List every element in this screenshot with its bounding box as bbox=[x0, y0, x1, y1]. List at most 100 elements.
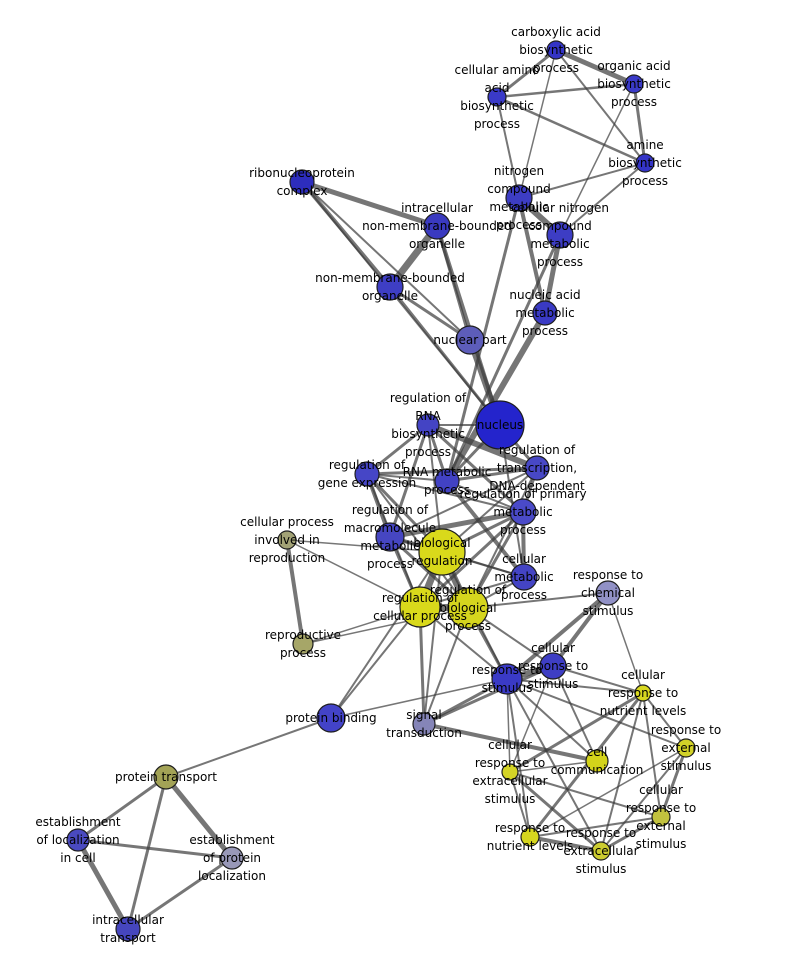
graph-node-response_extracellular[interactable] bbox=[591, 841, 611, 861]
graph-edge bbox=[600, 747, 687, 852]
graph-edge bbox=[551, 591, 610, 668]
graph-node-cellular_response_stimulus[interactable] bbox=[539, 652, 567, 680]
graph-node-nitrogen_compound_metabolic[interactable] bbox=[505, 184, 533, 212]
graph-node-establishment_localization_cell[interactable] bbox=[66, 828, 90, 852]
graph-node-biological_regulation[interactable] bbox=[418, 528, 466, 576]
graph-edge bbox=[552, 665, 598, 762]
graph-edge bbox=[301, 181, 471, 341]
graph-node-intracellular_non_membrane_organelle[interactable] bbox=[423, 212, 451, 240]
graph-edge bbox=[506, 678, 644, 694]
graph-node-non_membrane_organelle[interactable] bbox=[376, 273, 404, 301]
graph-node-organic_acid_biosynthetic[interactable] bbox=[624, 74, 644, 94]
graph-edge bbox=[388, 285, 502, 427]
graph-node-intracellular_transport[interactable] bbox=[115, 916, 141, 942]
graph-edge bbox=[642, 692, 687, 749]
graph-node-cellular_metabolic[interactable] bbox=[510, 563, 538, 591]
graph-edge bbox=[75, 837, 131, 932]
graph-node-nucleus[interactable] bbox=[475, 400, 525, 450]
graph-edge bbox=[467, 592, 609, 609]
graph-edge bbox=[553, 47, 637, 87]
graph-edge bbox=[366, 473, 448, 482]
graph-node-response_nutrient_levels[interactable] bbox=[520, 827, 540, 847]
graph-edge bbox=[126, 856, 234, 931]
graph-node-carboxylic_acid_biosynthetic[interactable] bbox=[546, 40, 566, 60]
graph-edge bbox=[495, 82, 636, 99]
graph-node-cell_communication[interactable] bbox=[585, 749, 609, 773]
graph-edge bbox=[76, 838, 234, 860]
graph-node-reg_rna_biosynthetic[interactable] bbox=[416, 413, 440, 437]
graph-node-response_stimulus[interactable] bbox=[491, 663, 523, 695]
graph-edge bbox=[446, 480, 524, 513]
graph-edge bbox=[642, 692, 662, 818]
graph-edge bbox=[508, 691, 645, 774]
graph-edge bbox=[426, 423, 525, 514]
graph-node-amine_biosynthetic[interactable] bbox=[635, 153, 655, 173]
graph-edge bbox=[387, 509, 526, 540]
graph-edge bbox=[506, 678, 531, 838]
graph-edge bbox=[528, 835, 603, 853]
graph-node-protein_transport[interactable] bbox=[153, 764, 179, 790]
graph-edge bbox=[518, 162, 646, 199]
graph-node-cellular_response_external[interactable] bbox=[651, 807, 671, 827]
graph-node-nucleic_acid_metabolic[interactable] bbox=[532, 300, 558, 326]
graph-edge bbox=[529, 747, 687, 838]
graph-node-cellular_response_nutrient[interactable] bbox=[634, 684, 652, 702]
graph-edge bbox=[330, 551, 443, 719]
graph-edge bbox=[518, 49, 557, 199]
graph-edge bbox=[422, 722, 599, 763]
graph-node-response_external[interactable] bbox=[676, 738, 696, 758]
graph-edge bbox=[529, 816, 662, 838]
graph-edge bbox=[445, 466, 539, 483]
graph-edge bbox=[495, 95, 647, 165]
graph-node-reg_macromolecule_metabolic[interactable] bbox=[375, 522, 405, 552]
graph-edge bbox=[388, 285, 472, 342]
graph-node-reg_transcription[interactable] bbox=[524, 455, 550, 481]
graph-edge bbox=[126, 775, 168, 931]
graph-node-establishment_protein_localization[interactable] bbox=[220, 846, 244, 870]
graph-edge bbox=[163, 774, 235, 861]
graph-edge bbox=[423, 551, 443, 725]
graph-node-reg_gene_expression[interactable] bbox=[354, 461, 380, 487]
graph-edge bbox=[506, 678, 598, 762]
graph-edge bbox=[607, 592, 644, 694]
graph-node-protein_binding[interactable] bbox=[316, 703, 346, 733]
graph-node-cellular_process_reproduction[interactable] bbox=[277, 530, 297, 550]
graph-node-reg_biological_process[interactable] bbox=[447, 587, 489, 629]
graph-edge bbox=[285, 538, 305, 646]
graph-edge bbox=[632, 82, 647, 165]
graph-edge bbox=[552, 665, 644, 694]
graph-edge bbox=[365, 423, 430, 476]
graph-edge bbox=[659, 746, 688, 819]
graph-edge bbox=[423, 607, 469, 725]
graph-node-rna_metabolic[interactable] bbox=[434, 468, 460, 494]
graph-edge bbox=[559, 162, 646, 236]
graph-node-cellular_amino_acid_biosynthetic[interactable] bbox=[487, 87, 507, 107]
graph-edge bbox=[165, 717, 332, 778]
graph-node-ribonucleoprotein_complex[interactable] bbox=[289, 169, 315, 195]
graph-node-reg_cellular_process[interactable] bbox=[399, 586, 441, 628]
graph-edge bbox=[517, 196, 547, 315]
graph-edge bbox=[286, 539, 421, 608]
graph-node-response_chemical[interactable] bbox=[595, 580, 621, 606]
graph-node-cellular_response_extracellular[interactable] bbox=[501, 763, 519, 781]
graph-node-cellular_nitrogen_compound_metabolic[interactable] bbox=[546, 221, 574, 249]
graph-edge bbox=[495, 48, 558, 99]
graph-edge bbox=[330, 606, 421, 719]
graph-edge bbox=[599, 815, 663, 853]
graph-node-nuclear_part[interactable] bbox=[455, 325, 485, 355]
graph-edge bbox=[496, 96, 520, 199]
graph-edge bbox=[509, 665, 554, 773]
graph-edge bbox=[509, 771, 531, 838]
graph-edge bbox=[366, 473, 469, 609]
graph-node-reproductive_process[interactable] bbox=[292, 633, 314, 655]
graph-edge bbox=[388, 423, 430, 539]
graph-edge bbox=[302, 607, 469, 645]
graph-edge bbox=[76, 775, 168, 842]
graph-edge bbox=[299, 179, 440, 229]
graph-edge bbox=[330, 678, 508, 719]
graph-edge bbox=[509, 760, 598, 773]
graph-node-signal_transduction[interactable] bbox=[412, 712, 436, 736]
graph-node-reg_primary_metabolic[interactable] bbox=[509, 498, 537, 526]
